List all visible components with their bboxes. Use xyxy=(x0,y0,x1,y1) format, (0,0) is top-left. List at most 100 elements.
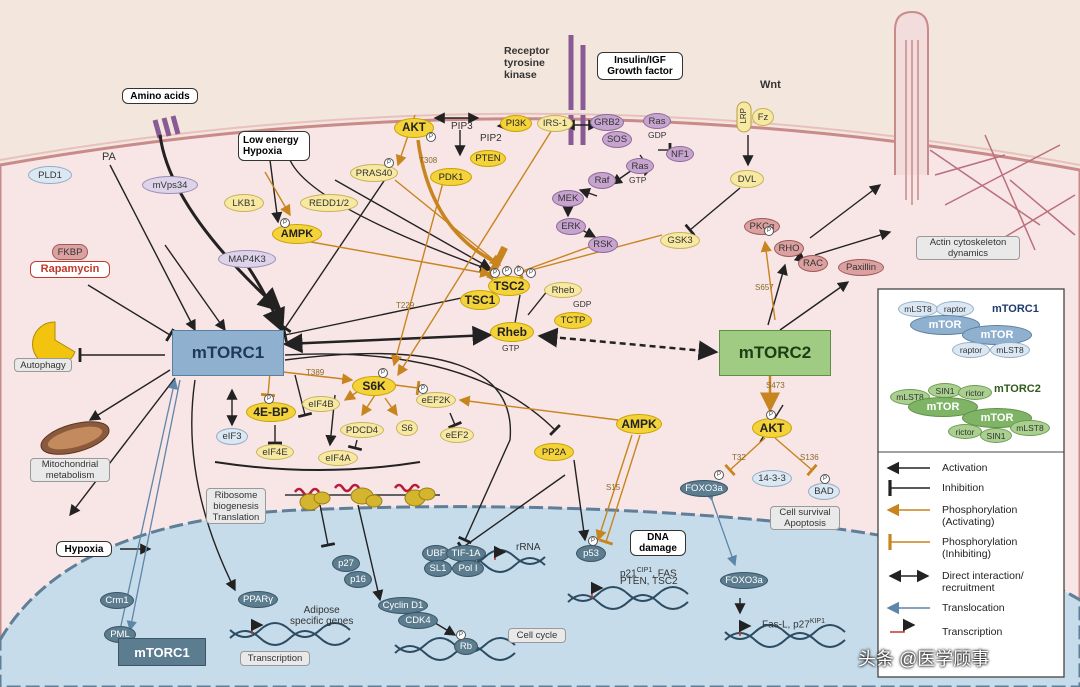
rheb-node: Rheb xyxy=(490,322,534,342)
ras-gdp-node: Ras xyxy=(643,113,671,129)
4ebp-node: 4E-BP xyxy=(246,402,296,422)
erk-node: ERK xyxy=(556,218,586,235)
eef2-node: eEF2 xyxy=(440,427,474,443)
phospho-marker: P xyxy=(514,266,524,276)
mito-line1: Mitochondrial xyxy=(41,459,99,470)
phospho-marker: P xyxy=(384,158,394,168)
t389-label: T389 xyxy=(306,368,325,377)
legend-c2-sin1: SIN1 xyxy=(928,383,962,398)
legend-activation: Activation xyxy=(942,462,988,474)
s15-label: S15 xyxy=(606,483,621,492)
ampk-node: AMPK xyxy=(272,224,322,244)
survival-line1: Cell survival xyxy=(779,507,831,518)
pa-label: PA xyxy=(102,151,116,163)
phospho-marker: P xyxy=(490,268,500,278)
phospho-marker: P xyxy=(820,474,830,484)
actin-line2: dynamics xyxy=(947,248,989,259)
phospho-marker: P xyxy=(714,470,724,480)
t308-label: T308 xyxy=(419,156,438,165)
pip3-label: PIP3 xyxy=(451,121,473,132)
ampk-node-2: AMPK xyxy=(616,414,662,434)
pi3k-node: PI3K xyxy=(500,115,532,132)
phospho-marker: P xyxy=(526,268,536,278)
tsc1-node: TSC1 xyxy=(460,290,500,310)
pp2a-node: PP2A xyxy=(534,443,574,461)
p21-text: p21 xyxy=(620,568,637,580)
mtorc1-nuclear-complex: mTORC1 xyxy=(118,638,206,666)
p16-node: p16 xyxy=(344,571,372,588)
eif3-node: eIF3 xyxy=(216,428,248,445)
eif4a-node: eIF4A xyxy=(318,450,358,466)
irs1-node: IRS-1 xyxy=(537,115,573,132)
grb2-node: GRB2 xyxy=(590,114,624,131)
pten-node: PTEN xyxy=(470,150,506,167)
legend-c1-mtor: mTOR xyxy=(910,315,980,335)
pkca-node: PKCα xyxy=(744,218,780,235)
gdp-label: GDP xyxy=(648,130,667,140)
legend-phospho-activating: Phosphorylation (Activating) xyxy=(942,504,1018,528)
p21-fas-label: p21CIP1, FAS xyxy=(620,565,677,579)
rrna-label: rRNA xyxy=(516,542,541,553)
low-energy-label: Low energy xyxy=(243,135,299,146)
redd-node: REDD1/2 xyxy=(300,194,358,212)
dvl-node: DVL xyxy=(730,170,764,188)
legend-c2-sin1-2: SIN1 xyxy=(980,428,1012,443)
fkbp-node: FKBP xyxy=(52,244,88,260)
sl1-node: SL1 xyxy=(424,560,452,577)
rho-node: RHO xyxy=(774,240,804,257)
s6k-node: S6K xyxy=(352,376,396,396)
akt-node: AKT xyxy=(394,118,434,138)
fz-node: Fz xyxy=(752,108,774,126)
rheb-gdp-label: GDP xyxy=(573,299,592,309)
ribo-line1: Ribosome xyxy=(214,489,258,501)
receptor-label-3: kinase xyxy=(504,69,537,81)
ribosome-biogenesis-label: Ribosome biogenesis Translation xyxy=(206,488,266,524)
phospho-marker: P xyxy=(766,410,776,420)
ribo-line2: biogenesis xyxy=(213,500,259,512)
cell-survival-label: Cell survival Apoptosis xyxy=(770,506,840,530)
legend-direct-interaction: Direct interaction/ recruitment xyxy=(942,570,1024,594)
fas-text: , FAS xyxy=(652,568,677,580)
transcription-label: Transcription xyxy=(240,651,310,666)
akt-node-2: AKT xyxy=(752,418,792,438)
gtp-label: GTP xyxy=(629,175,647,185)
paxillin-node: Paxillin xyxy=(838,259,884,276)
insulin-growth-factor-box: Insulin/IGF Growth factor xyxy=(597,52,683,80)
mtorc1-complex: mTORC1 xyxy=(172,330,284,376)
gsk3-node: GSK3 xyxy=(660,232,700,249)
rac-node: RAC xyxy=(798,255,828,272)
adipose-line1: Adipose xyxy=(303,605,340,616)
dna-damage-box: DNA damage xyxy=(630,530,686,556)
tctp-node: TCTP xyxy=(554,312,592,329)
ras-gtp-node: Ras xyxy=(626,158,654,174)
bad-node: BAD xyxy=(808,483,840,500)
damage-line: damage xyxy=(639,543,677,554)
phospho-marker: P xyxy=(418,384,428,394)
receptor-label-2: tyrosine xyxy=(504,57,545,69)
legend-mtorc2-title: mTORC2 xyxy=(994,383,1041,395)
cell-cycle-label: Cell cycle xyxy=(508,628,566,643)
mek-node: MEK xyxy=(552,190,584,207)
p27-node: p27 xyxy=(332,555,360,572)
lrp-label: LRP xyxy=(739,108,748,124)
s136-label: S136 xyxy=(800,453,819,462)
raf-node: Raf xyxy=(588,172,616,189)
amino-acids-box: Amino acids xyxy=(122,88,198,104)
fasl-p27-label: Fas-L, p27KIP1 xyxy=(762,616,825,630)
t229-label: T229 xyxy=(396,301,415,310)
cdk4-node: CDK4 xyxy=(398,612,438,629)
rheb-gtp-label: GTP xyxy=(502,343,520,353)
rb-node: Rb xyxy=(454,638,478,655)
low-energy-hypoxia-box: Low energy Hypoxia xyxy=(238,131,310,161)
pol1-node: Pol I xyxy=(452,560,484,577)
pdk1-node: PDK1 xyxy=(430,168,472,186)
eif4b-node: eIF4B xyxy=(302,396,340,412)
foxo3a-nuclear-node: FOXO3a xyxy=(720,572,768,589)
pras40-node: PRAS40 xyxy=(350,164,398,182)
autophagy-label: Autophagy xyxy=(14,358,72,372)
ribo-line3: Translation xyxy=(212,511,260,523)
survival-line2: Apoptosis xyxy=(784,518,826,529)
hypoxia-box: Hypoxia xyxy=(56,541,112,557)
legend-transcription: Transcription xyxy=(942,626,1003,638)
